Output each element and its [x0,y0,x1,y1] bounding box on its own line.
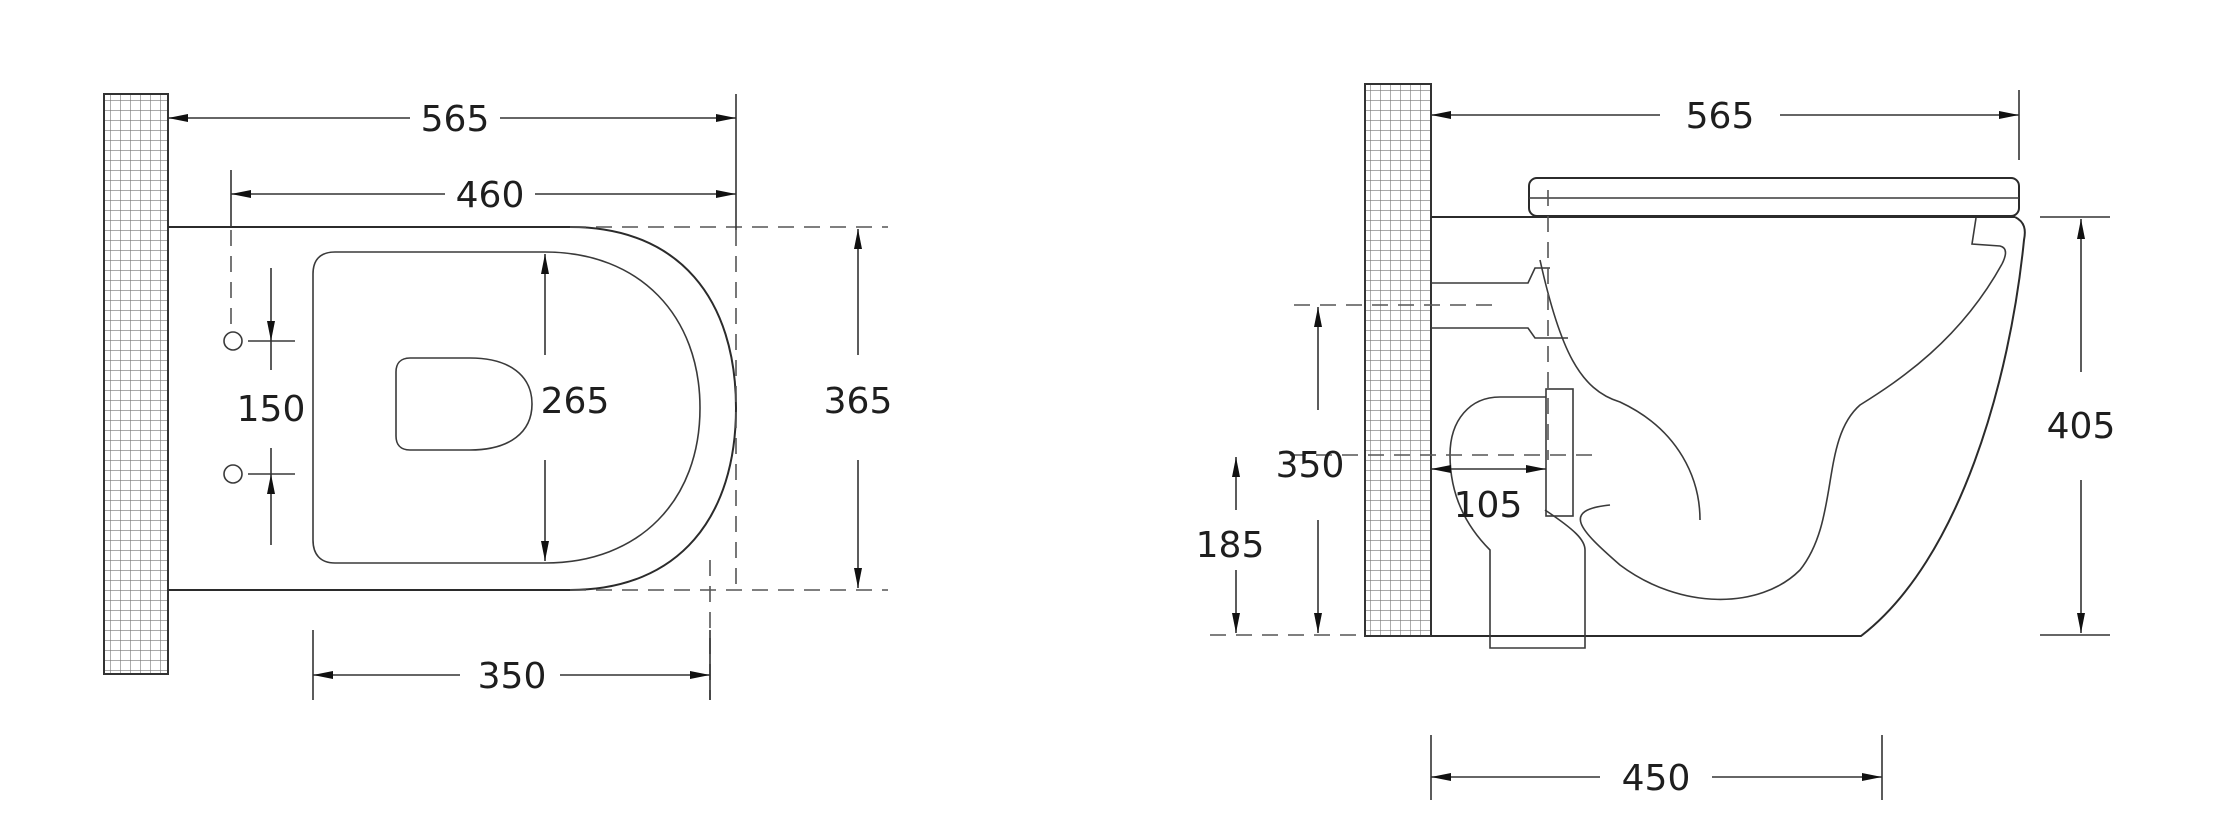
body-outline [1431,216,2026,637]
rim-outline [312,251,701,564]
dim-bowl-width: 265 [541,381,610,422]
fixing-hole-icon [223,464,243,484]
dim-side-overall-length: 565 [1686,96,1755,137]
dim-side-overall-height: 405 [2047,406,2116,447]
dim-base-length: 450 [1622,758,1691,799]
outlet-connector [1545,388,1574,517]
dim-outlet-height: 185 [1196,525,1265,566]
wall-hatch [103,93,169,675]
dim-fixing-spacing: 150 [237,389,306,430]
dim-fixing-height: 350 [1276,445,1345,486]
top-view: 565 460 150 265 365 350 [103,93,893,700]
fixing-hole-icon [223,331,243,351]
dim-top-overall-length: 565 [421,99,490,140]
side-view: 565 350 185 105 405 450 [1196,83,2116,800]
wall-hatch [1364,83,1432,637]
dim-outlet-projection: 105 [1454,485,1523,526]
dim-top-fixing-length: 460 [456,175,525,216]
seat-lid [1528,177,2020,217]
dim-top-overall-width: 365 [824,381,893,422]
dim-bowl-length: 350 [478,656,547,697]
bowl-outline [168,226,738,591]
bowl-opening [395,357,533,451]
